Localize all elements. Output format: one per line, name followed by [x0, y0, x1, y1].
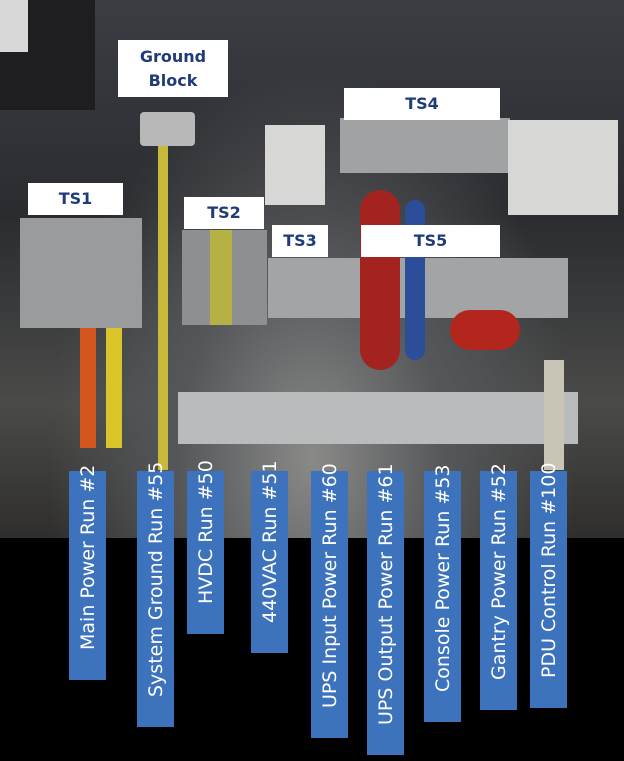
callout-ts1: TS1	[28, 183, 123, 215]
ground-wire	[158, 140, 168, 470]
cable-run-label: Console Power Run #53	[424, 464, 461, 722]
yellow-wire	[106, 328, 122, 448]
gland-plate	[178, 392, 578, 444]
blue-wires	[405, 200, 425, 360]
callout-ground-block-line1: Ground	[139, 46, 207, 66]
terminal-rail-ts4	[340, 118, 510, 173]
cable-run-text: HVDC Run #50	[194, 460, 217, 604]
cable-run-label: UPS Output Power Run #61	[367, 463, 404, 755]
cable-run-label: 440VAC Run #51	[251, 460, 288, 653]
callout-ts5: TS5	[361, 225, 500, 257]
cable-run-text: UPS Output Power Run #61	[374, 463, 397, 725]
callout-ground-block: Ground Block	[118, 40, 228, 97]
pdu-control-cable	[544, 360, 564, 470]
cable-run-text: Console Power Run #53	[431, 464, 454, 692]
callout-ground-block-line2: Block	[148, 70, 198, 90]
orange-wire	[80, 328, 96, 448]
terminal-block-ts1	[20, 218, 142, 328]
callout-ts3: TS3	[272, 225, 328, 257]
callout-ts2: TS2	[184, 197, 264, 229]
electrical-panel-photo	[0, 0, 624, 538]
cable-run-text: System Ground Run #55	[144, 461, 167, 697]
cable-run-label: HVDC Run #50	[187, 460, 224, 634]
cable-run-text: 440VAC Run #51	[258, 460, 281, 623]
cable-run-text: UPS Input Power Run #60	[318, 463, 341, 708]
cable-run-label: Main Power Run #2	[69, 465, 106, 680]
contactor-left	[265, 125, 325, 205]
cable-run-label: UPS Input Power Run #60	[311, 463, 348, 738]
breaker-label	[0, 0, 28, 52]
contactor-right	[508, 120, 618, 215]
ground-lug	[140, 112, 195, 146]
cable-run-text: Main Power Run #2	[76, 464, 99, 650]
cable-run-label: PDU Control Run #100	[530, 463, 567, 708]
callout-ts4: TS4	[344, 88, 500, 120]
red-wires	[360, 190, 400, 370]
ts2-green-yellow	[210, 230, 232, 325]
cable-run-label: System Ground Run #55	[137, 462, 174, 727]
cable-run-text: PDU Control Run #100	[537, 462, 560, 678]
red-wire-bundle	[450, 310, 520, 350]
cable-run-text: Gantry Power Run #52	[487, 462, 510, 680]
cable-run-label: Gantry Power Run #52	[480, 463, 517, 710]
